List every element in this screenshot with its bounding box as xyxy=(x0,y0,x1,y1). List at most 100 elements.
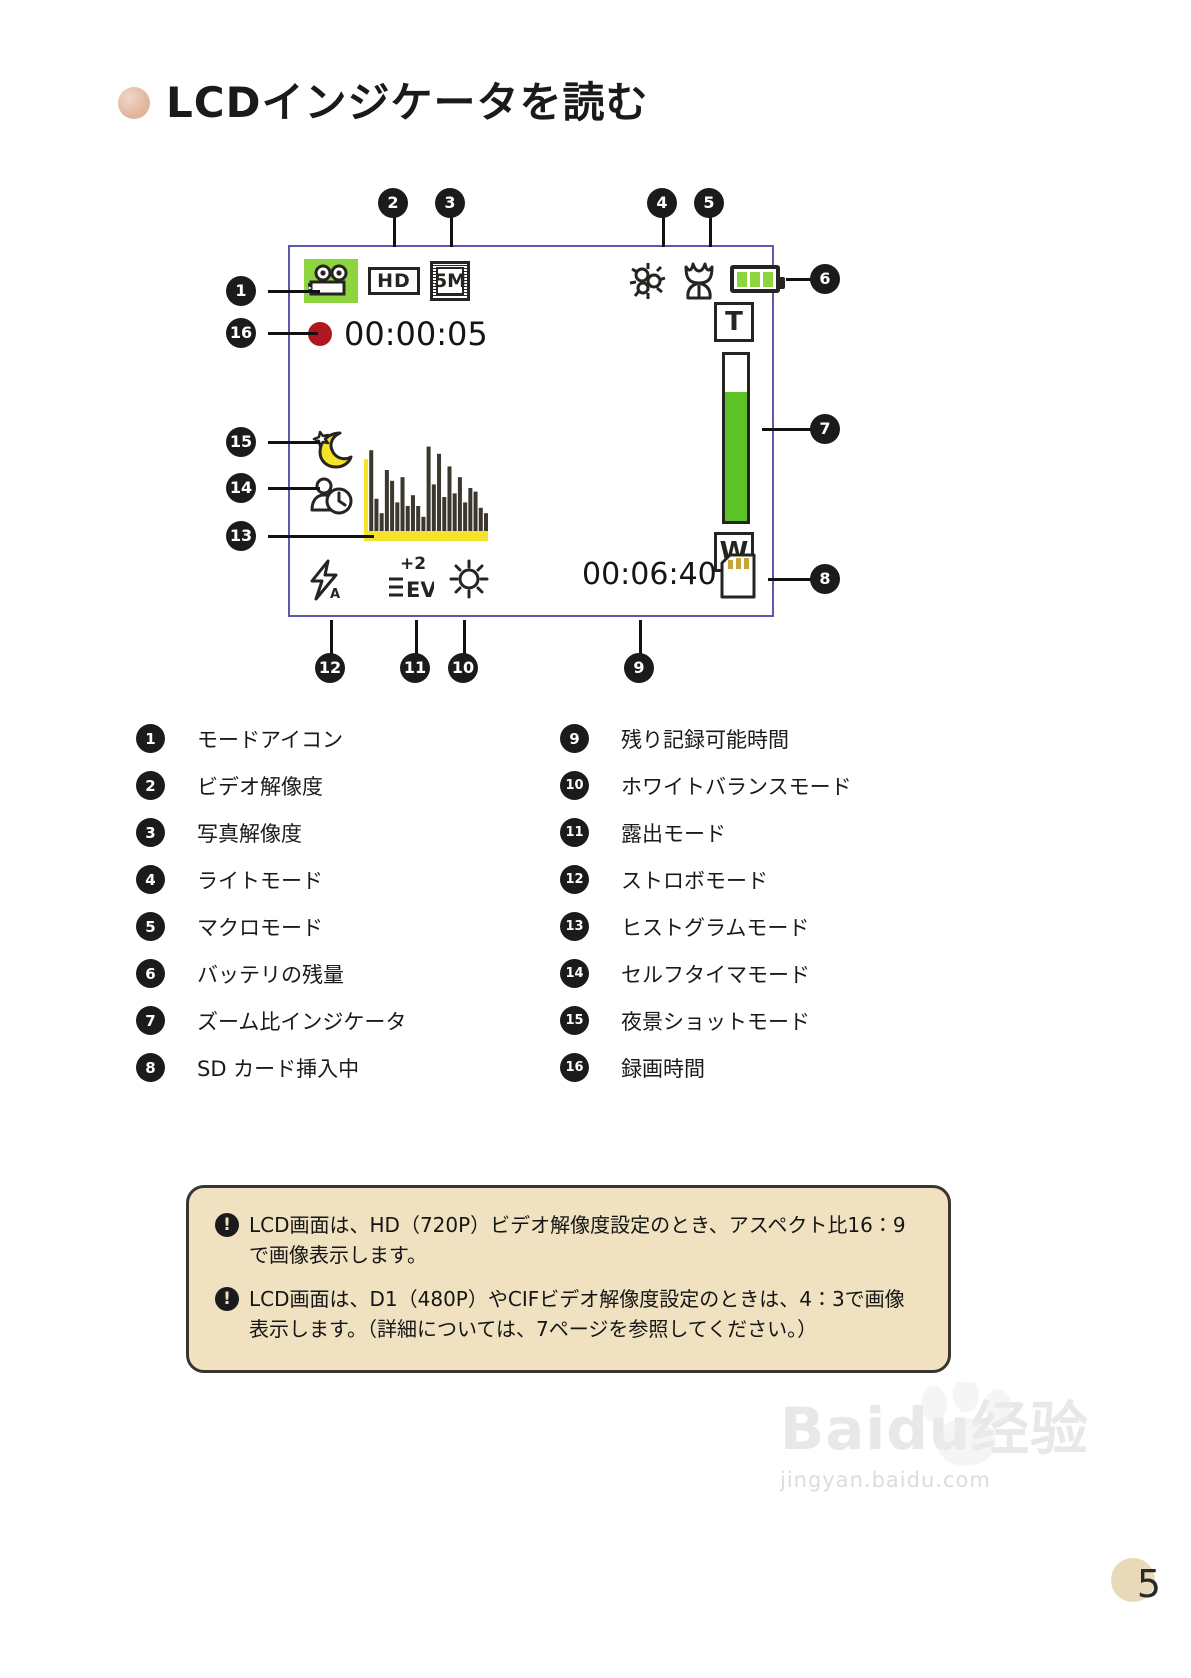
flash-auto-icon: A xyxy=(306,559,346,606)
legend-item: 2 ビデオ解像度 xyxy=(136,762,406,809)
legend-label: セルフタイマモード xyxy=(621,962,810,987)
svg-text:A: A xyxy=(330,587,340,601)
photo-resolution-label: 5M xyxy=(434,267,466,295)
legend-label: マクロモード xyxy=(197,915,323,940)
callout-1: 1 xyxy=(226,276,256,306)
legend-number: 14 xyxy=(560,959,589,988)
zoom-ratio-indicator xyxy=(722,352,750,524)
leader-16 xyxy=(268,332,318,335)
callout-14: 14 xyxy=(226,473,256,503)
legend-number: 5 xyxy=(136,912,165,941)
battery-cell xyxy=(737,271,747,287)
histogram-bar xyxy=(431,484,436,533)
histogram-bar xyxy=(395,502,400,533)
exposure-ev-icon: +2 EV xyxy=(386,553,437,604)
callout-6: 6 xyxy=(810,264,840,294)
histogram-bar xyxy=(463,502,468,533)
leader-12 xyxy=(330,620,333,658)
leader-10 xyxy=(463,620,466,658)
zoom-fill xyxy=(725,391,747,521)
histogram-bar xyxy=(400,477,405,533)
histogram-bar xyxy=(437,453,442,533)
exclamation-icon: ! xyxy=(215,1287,239,1311)
histogram-bar xyxy=(416,506,421,533)
legend-label: ズーム比インジケータ xyxy=(197,1009,407,1034)
histogram-bar xyxy=(374,498,379,533)
legend-number: 6 xyxy=(136,959,165,988)
watermark-sub: jingyan.baidu.com xyxy=(780,1468,991,1492)
page-title-text: LCDインジケータを読む xyxy=(166,78,649,127)
light-mode-icon xyxy=(628,261,668,306)
histogram-bar xyxy=(405,506,410,533)
histogram-bar xyxy=(483,513,488,533)
legend-label: ビデオ解像度 xyxy=(197,774,323,799)
leader-5 xyxy=(709,205,712,247)
page-number: 5 xyxy=(1136,1562,1161,1606)
callout-5: 5 xyxy=(694,188,724,218)
leader-3 xyxy=(450,205,453,247)
histogram-bar xyxy=(478,507,483,533)
legend-number: 10 xyxy=(560,771,589,800)
legend-number: 1 xyxy=(136,724,165,753)
histogram-icon xyxy=(364,443,488,541)
note-line: !LCD画面は、D1（480P）やCIFビデオ解像度設定のときは、4：3で画像表… xyxy=(215,1284,922,1344)
recording-indicator: 00:00:05 xyxy=(308,315,488,353)
callout-9: 9 xyxy=(624,653,654,683)
legend-label: 残り記録可能時間 xyxy=(621,727,789,752)
callout-3: 3 xyxy=(435,188,465,218)
leader-6 xyxy=(786,278,832,281)
legend-label: ホワイトバランスモード xyxy=(621,774,852,799)
camcorder-icon xyxy=(304,259,358,303)
callout-10: 10 xyxy=(448,653,478,683)
night-moon-icon xyxy=(310,429,354,474)
legend-number: 7 xyxy=(136,1006,165,1035)
sd-card-icon xyxy=(720,553,758,604)
histogram-bar xyxy=(369,450,374,533)
svg-text:+2: +2 xyxy=(400,554,426,574)
callout-8: 8 xyxy=(810,564,840,594)
histogram-bar xyxy=(442,497,447,533)
callout-16: 16 xyxy=(226,318,256,348)
histogram-bar xyxy=(410,495,415,533)
histogram-bar xyxy=(384,470,389,533)
remaining-time-text: 00:06:40 xyxy=(582,557,717,592)
note-box: ! LCD画面は、HD（720P）ビデオ解像度設定のとき、アスペクト比16：9で画… xyxy=(186,1185,951,1373)
legend-item: 5 マクロモード xyxy=(136,903,406,950)
note-text: LCD画面は、HD（720P）ビデオ解像度設定のとき、アスペクト比16：9で画像… xyxy=(249,1213,906,1267)
legend-number: 3 xyxy=(136,818,165,847)
recording-time-text: 00:00:05 xyxy=(344,315,488,353)
histogram-bar xyxy=(452,493,457,533)
leader-11 xyxy=(415,620,418,658)
watermark: Baidu经验 jingyan.baidu.com xyxy=(780,1378,1160,1530)
callout-13: 13 xyxy=(226,521,256,551)
note-line: !LCD画面は、HD（720P）ビデオ解像度設定のとき、アスペクト比16：9で画… xyxy=(215,1210,922,1270)
legend-number: 9 xyxy=(560,724,589,753)
legend-number: 2 xyxy=(136,771,165,800)
legend-item: 10 ホワイトバランスモード xyxy=(560,762,852,809)
leader-4 xyxy=(662,205,665,247)
histogram-bar xyxy=(379,513,384,533)
legend-item: 14 セルフタイマモード xyxy=(560,950,852,997)
legend-label: バッテリの残量 xyxy=(197,962,344,987)
legend-item: 7 ズーム比インジケータ xyxy=(136,997,406,1044)
legend-item: 9 残り記録可能時間 xyxy=(560,715,852,762)
legend-number: 8 xyxy=(136,1053,165,1082)
leader-9 xyxy=(639,620,642,658)
histogram-bar xyxy=(457,477,462,533)
callout-7: 7 xyxy=(810,414,840,444)
legend-number: 4 xyxy=(136,865,165,894)
photo-resolution-badge: 5M xyxy=(430,261,470,301)
histogram-bar xyxy=(473,491,478,533)
callout-12: 12 xyxy=(315,653,345,683)
legend-number: 12 xyxy=(560,865,589,894)
